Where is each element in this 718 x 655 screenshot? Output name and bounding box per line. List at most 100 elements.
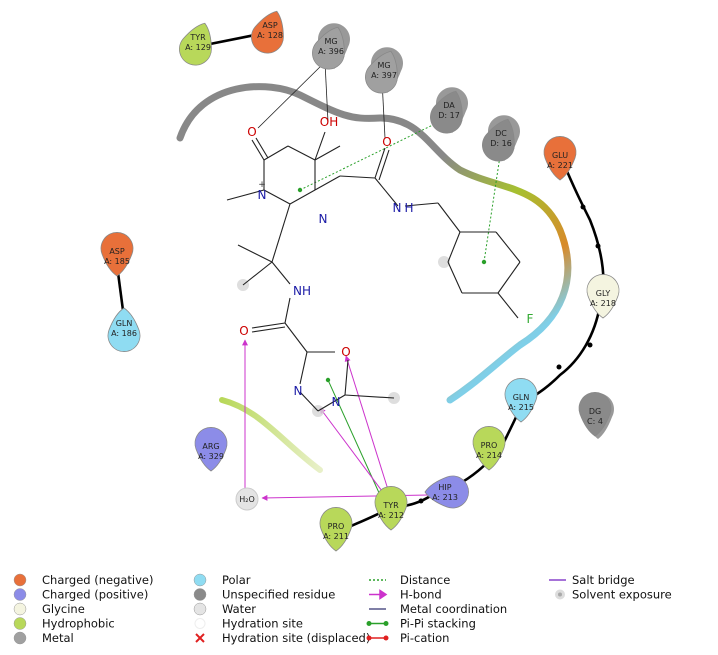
- legend-charged-pos: Charged (positive): [13, 588, 148, 602]
- interaction-lines: [242, 61, 503, 501]
- legend-solvent-exposure: Solvent exposure: [555, 588, 672, 602]
- legend-metal: Metal: [13, 631, 74, 645]
- residue-name: HIP: [438, 483, 451, 492]
- residue-chain: A: 213: [432, 493, 458, 502]
- residue-chain: A: 214: [476, 451, 502, 460]
- residue-shape: [578, 392, 612, 437]
- residue-mg396: MGA: 396: [312, 23, 350, 70]
- residue-mg397: MGA: 397: [365, 47, 403, 94]
- legend-unspecified: Unspecified residue: [193, 588, 335, 602]
- residue-name: GLY: [596, 289, 611, 298]
- residue-shape: [312, 26, 345, 70]
- residue-backbone-links: [115, 30, 605, 532]
- atom-nh-amide: N: [393, 201, 402, 215]
- legend-swatch: [193, 588, 207, 601]
- residue-shape: [319, 507, 353, 552]
- legend-metal-coord: Metal coordination: [369, 602, 507, 616]
- residue-dc16: DCD: 16: [482, 115, 520, 162]
- legend-label: Distance: [400, 573, 450, 587]
- residue-chain: A: 211: [323, 532, 349, 541]
- legend-glycine: Glycine: [13, 602, 85, 616]
- legend: Charged (negative)Charged (positive)Glyc…: [13, 573, 672, 645]
- legend-h-bond: H-bond: [369, 588, 442, 602]
- residue-name: DG: [589, 407, 601, 416]
- residue-shape: [179, 22, 212, 66]
- atom-n-ring: N: [319, 212, 328, 226]
- residue-name: DC: [495, 129, 507, 138]
- legend-charged-neg: Charged (negative): [13, 573, 154, 587]
- legend-swatch: [193, 573, 207, 587]
- legend-label: Solvent exposure: [572, 588, 672, 602]
- residue-chain: A: 329: [198, 452, 224, 461]
- residue-name: GLN: [513, 393, 530, 402]
- residue-shape: [100, 232, 134, 277]
- residue-name: TYR: [189, 33, 206, 42]
- legend-label: H-bond: [400, 588, 442, 602]
- residue-name: DA: [443, 101, 455, 110]
- legend-swatch: [13, 588, 27, 601]
- residue-shape: [482, 118, 515, 162]
- atom-o-amide2: O: [239, 324, 248, 338]
- legend-label: Metal coordination: [400, 602, 507, 616]
- residue-shape: [430, 90, 463, 134]
- atom-f: F: [527, 312, 534, 326]
- legend-water: Water: [193, 602, 256, 616]
- backbone-dots: [418, 204, 601, 504]
- residue-name: GLN: [116, 319, 133, 328]
- atom-o-amide: O: [382, 135, 391, 149]
- legend-swatch: [369, 589, 388, 600]
- legend-label: Unspecified residue: [222, 588, 335, 602]
- legend-swatch: [13, 602, 27, 616]
- residue-da17: DAD: 17: [430, 87, 468, 134]
- residue-name: PRO: [328, 522, 345, 531]
- legend-hydration-site: Hydration site: [194, 617, 303, 631]
- atom-plus-charge: +: [258, 180, 266, 190]
- residue-shape: [194, 427, 228, 472]
- residue-chain: A: 218: [590, 299, 616, 308]
- residue-name: GLU: [552, 151, 568, 160]
- residue-chain: A: 396: [318, 47, 344, 56]
- legend-label: Hydration site (displaced): [222, 631, 370, 645]
- legend-label: Pi-Pi stacking: [400, 617, 476, 631]
- ligand-bonds: [226, 131, 521, 412]
- atom-n-methyl: N: [258, 188, 267, 202]
- residue-name: ARG: [202, 442, 219, 451]
- legend-swatch: [193, 602, 207, 616]
- residue-dg4: DGC: 4: [578, 392, 614, 439]
- legend-pi-cation: Pi-cation: [366, 631, 449, 645]
- atom-n-ox2: N: [332, 395, 341, 409]
- legend-hydrophobic: Hydrophobic: [13, 617, 115, 631]
- residue-shape: [586, 274, 620, 319]
- legend-swatch: [13, 573, 27, 587]
- legend-label: Charged (negative): [42, 573, 154, 587]
- legend-salt-bridge: Salt bridge: [549, 573, 635, 587]
- legend-swatch: [366, 635, 389, 641]
- atom-n-ox1: N: [294, 384, 303, 398]
- atom-o-carbonyl: O: [247, 125, 256, 139]
- residue-chain: A: 128: [257, 31, 283, 40]
- legend-label: Salt bridge: [572, 573, 635, 587]
- legend-label: Hydration site: [222, 617, 303, 631]
- legend-distance: Distance: [369, 573, 450, 587]
- water-label: H₂O: [239, 495, 255, 504]
- atom-o-ox: O: [341, 345, 350, 359]
- residue-shape: [504, 378, 538, 423]
- residue-name: MG: [324, 37, 337, 46]
- legend-label: Metal: [42, 631, 74, 645]
- binding-pocket-outline: [176, 83, 572, 473]
- legend-label: Hydrophobic: [42, 617, 115, 631]
- residue-name: MG: [377, 61, 390, 70]
- legend-label: Pi-cation: [400, 631, 449, 645]
- legend-swatch: [366, 621, 389, 626]
- residue-chain: A: 186: [111, 329, 137, 338]
- residue-chain: A: 221: [547, 161, 573, 170]
